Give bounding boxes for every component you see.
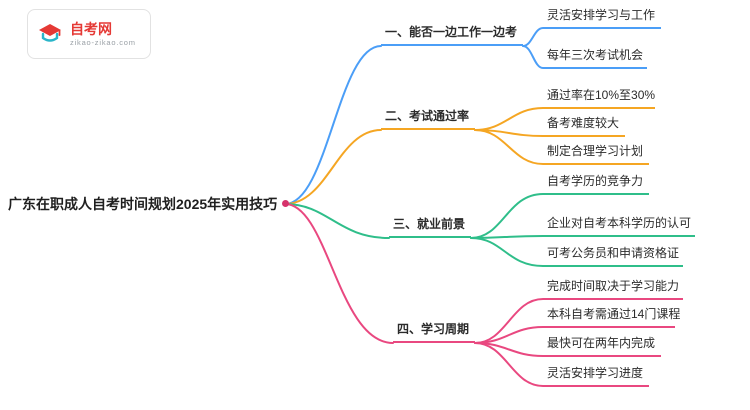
leaf-node[interactable]: 每年三次考试机会 [543,47,647,69]
connector-branch4-leaf3 [474,342,544,357]
connector-branch2-leaf3 [474,129,544,165]
connector-root-branch3 [284,203,390,239]
connector-branch2-leaf1 [474,107,544,131]
graduation-cap-icon [39,24,61,42]
connector-branch4-leaf1 [474,298,544,344]
connector-branch2-leaf2 [474,129,544,137]
site-logo[interactable]: 自考网 zikao-zikao.com [27,9,151,59]
connector-branch1-leaf1 [522,27,544,47]
branch-node-2[interactable]: 二、考试通过率 [381,108,475,130]
branch-node-3[interactable]: 三、就业前景 [389,216,471,238]
connector-branch3-leaf2 [470,235,544,239]
leaf-node[interactable]: 自考学历的竞争力 [543,173,649,195]
leaf-node[interactable]: 灵活安排学习进度 [543,365,649,387]
leaf-node[interactable]: 本科自考需通过14门课程 [543,306,680,328]
connector-branch3-leaf3 [470,237,544,267]
root-topic[interactable]: 广东在职成人自考时间规划2025年实用技巧 [8,196,278,212]
connector-root-branch4 [284,203,394,344]
leaf-node[interactable]: 通过率在10%至30% [543,87,655,109]
connector-branch4-leaf4 [474,342,544,387]
connector-branch4-leaf2 [474,326,544,344]
connector-branch3-leaf1 [470,193,544,239]
logo-brand-name: 自考网 [70,21,112,37]
connector-root-branch1 [284,45,382,205]
leaf-node[interactable]: 最快可在两年内完成 [543,335,661,357]
root-anchor-dot [282,200,289,207]
leaf-node[interactable]: 可考公务员和申请资格证 [543,245,683,267]
connector-root-branch2 [284,129,382,205]
connector-branch1-leaf2 [522,45,544,69]
leaf-node[interactable]: 企业对自考本科学历的认可 [543,215,695,237]
leaf-node[interactable]: 备考难度较大 [543,115,625,137]
logo-text: 自考网 zikao-zikao.com [70,20,136,48]
leaf-node[interactable]: 灵活安排学习与工作 [543,7,661,29]
branch-node-4[interactable]: 四、学习周期 [393,321,475,343]
leaf-node[interactable]: 制定合理学习计划 [543,143,649,165]
leaf-node[interactable]: 完成时间取决于学习能力 [543,278,683,300]
logo-site-url: zikao-zikao.com [70,38,136,47]
branch-node-1[interactable]: 一、能否一边工作一边考 [381,24,523,46]
